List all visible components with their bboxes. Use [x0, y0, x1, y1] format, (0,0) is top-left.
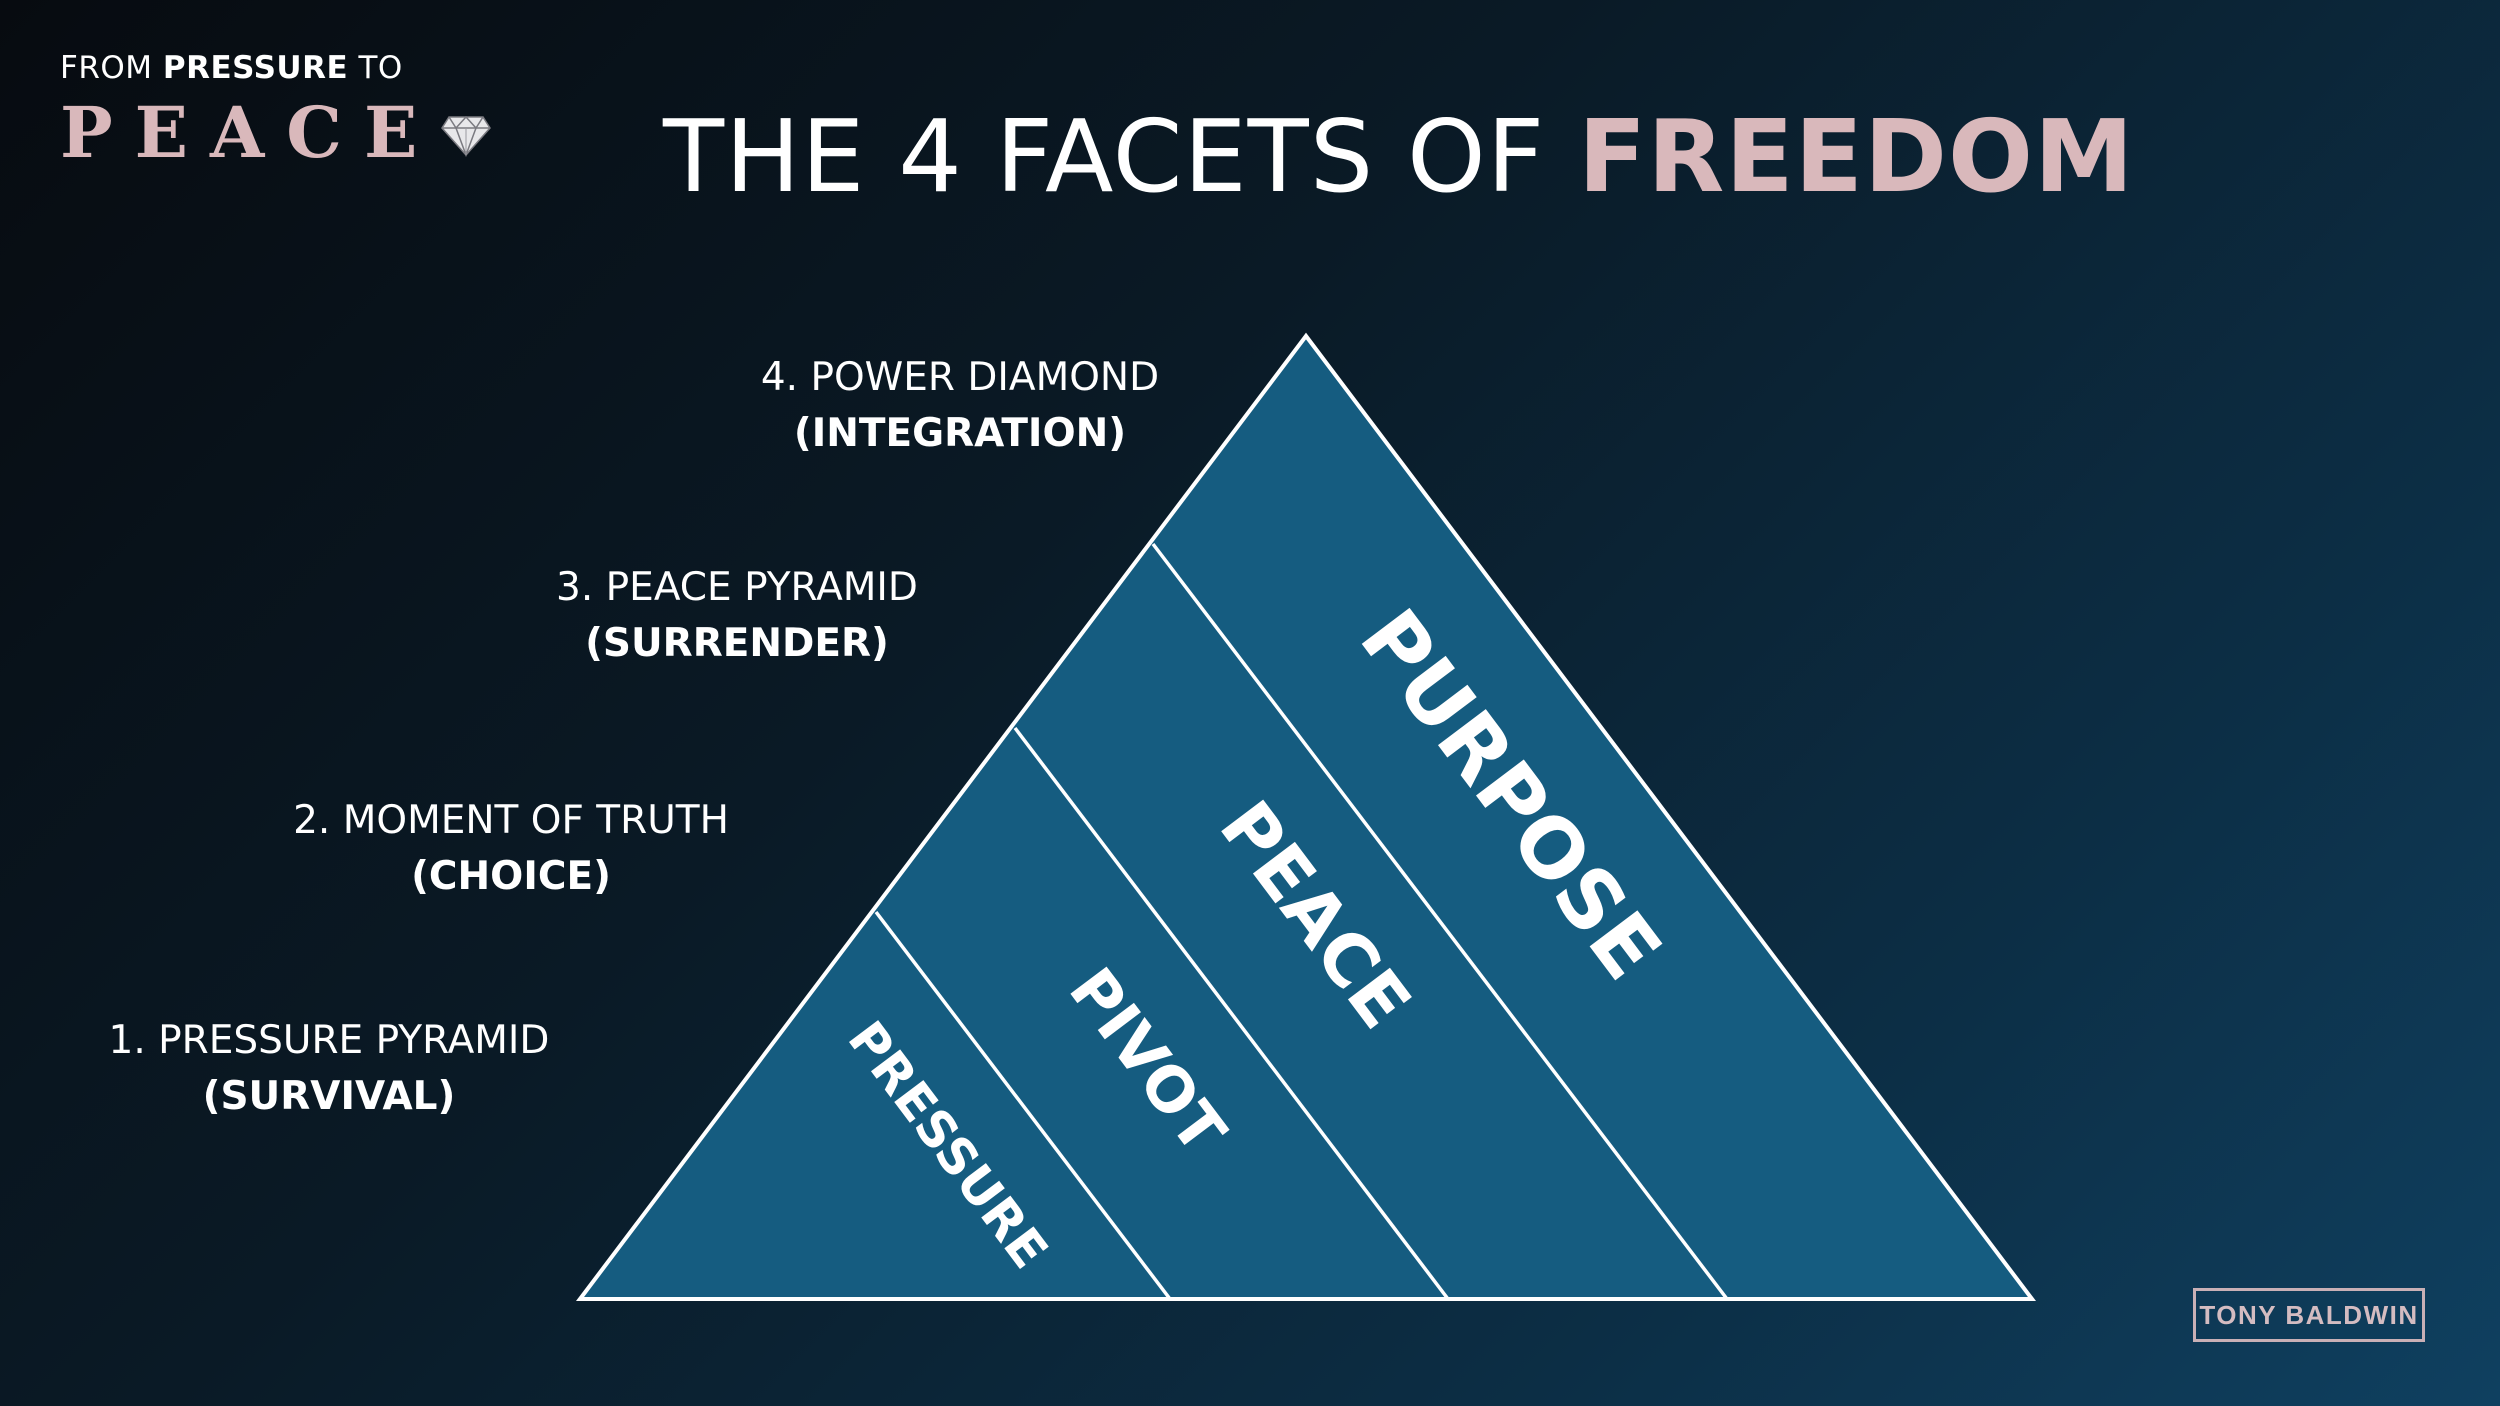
brand-emphasis: PRESSURE	[162, 50, 349, 86]
level-2-sub: (CHOICE)	[411, 854, 611, 899]
brand-prefix: FROM	[60, 50, 153, 86]
title-main: THE 4 FACETS OF	[663, 98, 1546, 215]
level-label-2: 2. MOMENT OF TRUTH (CHOICE)	[293, 793, 729, 905]
diamond-icon	[441, 115, 492, 157]
level-label-4: 4. POWER DIAMOND (INTEGRATION)	[761, 350, 1159, 462]
band-divider-3	[1151, 542, 1729, 1301]
author-signature: TONY BALDWIN	[2193, 1288, 2425, 1342]
brand-logo: FROM PRESSURE TO PEACE	[60, 50, 492, 174]
brand-suffix: TO	[358, 50, 403, 86]
pyramid-body	[575, 332, 2037, 1301]
level-3-sub: (SURRENDER)	[585, 621, 889, 666]
band-divider-1	[874, 910, 1172, 1301]
brand-tagline: FROM PRESSURE TO	[60, 50, 491, 86]
page-title: THE 4 FACETS OF FREEDOM	[663, 98, 2135, 215]
brand-logo-word: PEACE	[60, 91, 440, 174]
level-4-sub: (INTEGRATION)	[793, 411, 1127, 456]
level-label-3: 3. PEACE PYRAMID (SURRENDER)	[556, 560, 918, 672]
level-1-sub: (SURVIVAL)	[202, 1074, 456, 1119]
level-4-title: 4. POWER DIAMOND	[760, 355, 1160, 400]
level-label-1: 1. PRESSURE PYRAMID (SURVIVAL)	[109, 1013, 550, 1125]
level-3-title: 3. PEACE PYRAMID	[556, 565, 918, 610]
title-accent: FREEDOM	[1578, 98, 2135, 215]
level-1-title: 1. PRESSURE PYRAMID	[108, 1018, 550, 1063]
level-2-title: 2. MOMENT OF TRUTH	[293, 798, 729, 843]
band-divider-2	[1013, 726, 1450, 1301]
